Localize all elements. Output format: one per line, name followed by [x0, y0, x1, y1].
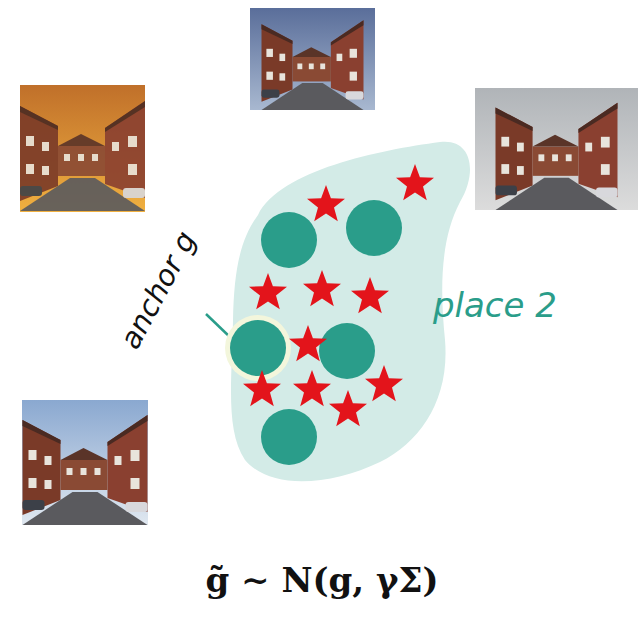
augmented-star: [293, 370, 331, 406]
augmented-star: [329, 390, 367, 426]
augmented-star: [243, 370, 281, 406]
place-node: place 2: [225, 135, 615, 495]
anchor-ring: [225, 315, 291, 381]
augmented-star: [303, 270, 341, 306]
augmented-star: [351, 277, 389, 313]
augmented-star: [365, 365, 403, 401]
feature-dot: [319, 323, 375, 379]
augmented-star: [249, 273, 287, 309]
augmented-star: [307, 185, 345, 221]
photo-sunset: [20, 85, 145, 212]
anchor-label: anchor g: [113, 226, 203, 355]
photo-day: [22, 400, 148, 525]
formula-label: g̃ ∼ N(g, γΣ): [206, 560, 439, 600]
feature-dot: [261, 212, 317, 268]
augmented-star: [396, 164, 434, 200]
feature-dot: [261, 409, 317, 465]
augmented-star: [289, 325, 327, 361]
feature-dot: [230, 320, 286, 376]
photo-dusk: [250, 8, 375, 110]
place-label: place 2: [433, 285, 557, 325]
feature-dot: [346, 200, 402, 256]
photo-overcast: [475, 88, 638, 210]
